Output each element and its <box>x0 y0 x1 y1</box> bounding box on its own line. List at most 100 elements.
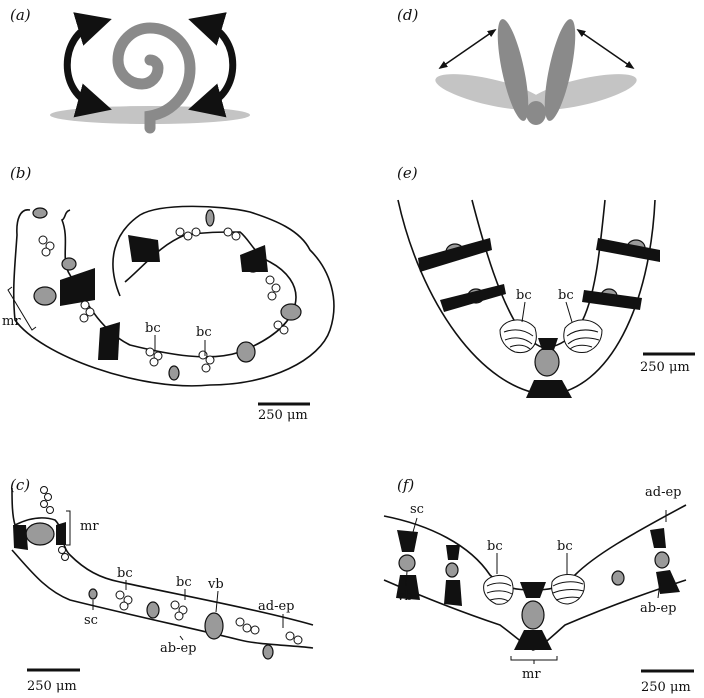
panel-f-vascular-bundle <box>445 562 459 578</box>
panel-b-vascular-bundle <box>32 207 48 219</box>
panel-c-label-mr: mr <box>80 519 99 534</box>
panel-f-label-ad-ep: ad-ep <box>645 485 681 500</box>
panel-a-letter: (a) <box>10 6 31 24</box>
panel-b-inner-outline <box>60 209 297 358</box>
panel-c-sclerenchyma <box>13 525 28 550</box>
panel-b-vascular-bundle <box>61 257 77 271</box>
panel-c-label-bc: bc <box>176 575 192 590</box>
panel-b-vascular-bundle <box>205 209 215 227</box>
panel-f-letter: (f) <box>397 476 414 494</box>
panel-c-vascular-bundle <box>88 588 98 600</box>
panel-c-lower-outline <box>11 549 314 649</box>
panel-f-leader-ab-ep <box>657 581 661 599</box>
panel-b-sclerenchyma <box>128 235 160 262</box>
panel-f-sclerenchyma <box>446 545 460 560</box>
panel-f-upper-outline <box>383 504 687 591</box>
panel-e-sclerenchyma <box>526 380 572 398</box>
panel-c-label-bc: bc <box>117 566 133 581</box>
panel-e-sclerenchyma <box>582 290 642 310</box>
panel-c-vascular-bundle <box>25 522 55 546</box>
panel-e-sclerenchyma <box>418 238 492 272</box>
panel-e-bulliform-cells <box>499 319 603 354</box>
panel-c-bulliform-cells <box>40 486 303 645</box>
panel-c-label-vb: vb <box>207 577 224 592</box>
panel-b-mr-bracket <box>7 286 37 331</box>
panel-d-arrow-right <box>576 28 635 70</box>
panel-b-bulliform-cells <box>38 227 289 373</box>
panel-c-mr-bracket <box>66 510 71 546</box>
panel-f-label-vb: vb <box>396 589 413 604</box>
panel-c-leader-vb <box>215 590 219 613</box>
panel-e: (e) bc bc 250 μm <box>397 164 695 398</box>
panel-f: (f) sc vb bc bc mr ad-ep <box>383 476 694 695</box>
panel-f-mr-bracket <box>510 656 558 661</box>
panel-a: (a) <box>10 6 250 134</box>
panel-c-label-sc: sc <box>84 613 98 628</box>
panel-c-label-ab-ep: ab-ep <box>160 641 196 656</box>
panel-f-sclerenchyma <box>656 570 680 594</box>
panel-c: (c) mr bc bc vb sc ab-ep ad-ep <box>10 476 314 694</box>
panel-f-label-mr: mr <box>522 667 541 682</box>
panel-c-scale-label: 250 μm <box>27 679 77 694</box>
panel-d: (d) <box>397 6 637 125</box>
panel-f-sclerenchyma <box>444 580 462 606</box>
panel-b-letter: (b) <box>10 164 31 182</box>
panel-b-sclerenchyma <box>98 322 120 360</box>
panel-f-label-sc: sc <box>410 502 424 517</box>
panel-e-scale-label: 250 μm <box>640 360 690 375</box>
panel-c-vascular-bundle <box>204 612 224 640</box>
panel-e-sclerenchyma <box>538 338 558 350</box>
panel-a-arrow-left <box>63 12 112 118</box>
panel-c-label-ad-ep: ad-ep <box>258 599 294 614</box>
panel-f-vascular-bundle <box>398 554 416 572</box>
panel-c-leader-ab-ep <box>179 635 184 641</box>
panel-e-leader-bc <box>521 301 526 323</box>
panel-f-sclerenchyma <box>520 582 546 598</box>
panel-f-sclerenchyma <box>397 530 418 552</box>
panel-b-label-bc: bc <box>145 321 161 336</box>
panel-c-upper-outline <box>11 487 314 626</box>
panel-d-blade-dark-right <box>544 19 576 121</box>
panel-f-sclerenchyma <box>396 575 420 600</box>
panel-b-label-bc: bc <box>196 325 212 340</box>
panel-f-sclerenchyma <box>514 630 552 650</box>
panel-f-vascular-bundle <box>611 570 625 586</box>
panel-e-label-bc: bc <box>516 288 532 303</box>
panel-c-sclerenchyma <box>56 522 66 545</box>
panel-c-vascular-bundle <box>262 644 274 660</box>
panel-e-sclerenchyma <box>596 238 660 262</box>
panel-f-label-bc: bc <box>487 539 503 554</box>
panel-b: (b) mr bc bc 250 μ <box>2 164 335 423</box>
panel-b-vascular-bundle <box>236 341 256 363</box>
panel-b-outer-outline <box>12 205 335 387</box>
panel-e-letter: (e) <box>397 164 418 182</box>
panel-c-vascular-bundle <box>146 601 160 619</box>
panel-e-leader-bc <box>565 301 573 323</box>
panel-a-arrow-right <box>188 12 237 118</box>
panel-d-blade-dark-left <box>497 19 529 121</box>
panel-f-scale-label: 250 μm <box>641 680 691 695</box>
panel-f-sclerenchyma <box>650 528 666 548</box>
panel-b-scale-label: 250 μm <box>258 408 308 423</box>
panel-f-vascular-bundle <box>654 551 670 569</box>
panel-d-arrow-left <box>438 28 497 70</box>
panel-b-vascular-bundle <box>33 286 57 306</box>
panel-f-vascular-bundle <box>521 600 545 630</box>
panel-e-vascular-bundle <box>534 347 560 377</box>
panel-c-letter: (c) <box>10 476 30 494</box>
panel-f-leader-sc <box>412 517 418 533</box>
panel-b-vascular-bundle <box>168 365 180 381</box>
panel-f-label-bc: bc <box>557 539 573 554</box>
panel-b-sclerenchyma <box>60 268 95 306</box>
panel-e-sclerenchyma <box>440 284 506 312</box>
panel-f-label-ab-ep: ab-ep <box>640 601 676 616</box>
panel-d-base <box>526 101 546 125</box>
panel-e-label-bc: bc <box>558 288 574 303</box>
panel-f-bulliform-cells <box>483 574 585 605</box>
panel-f-leader-vb <box>405 570 408 587</box>
panel-b-vascular-bundle <box>280 303 302 321</box>
panel-b-sclerenchyma <box>240 245 268 272</box>
panel-b-label-mr: mr <box>2 314 21 329</box>
panel-d-letter: (d) <box>397 6 418 24</box>
